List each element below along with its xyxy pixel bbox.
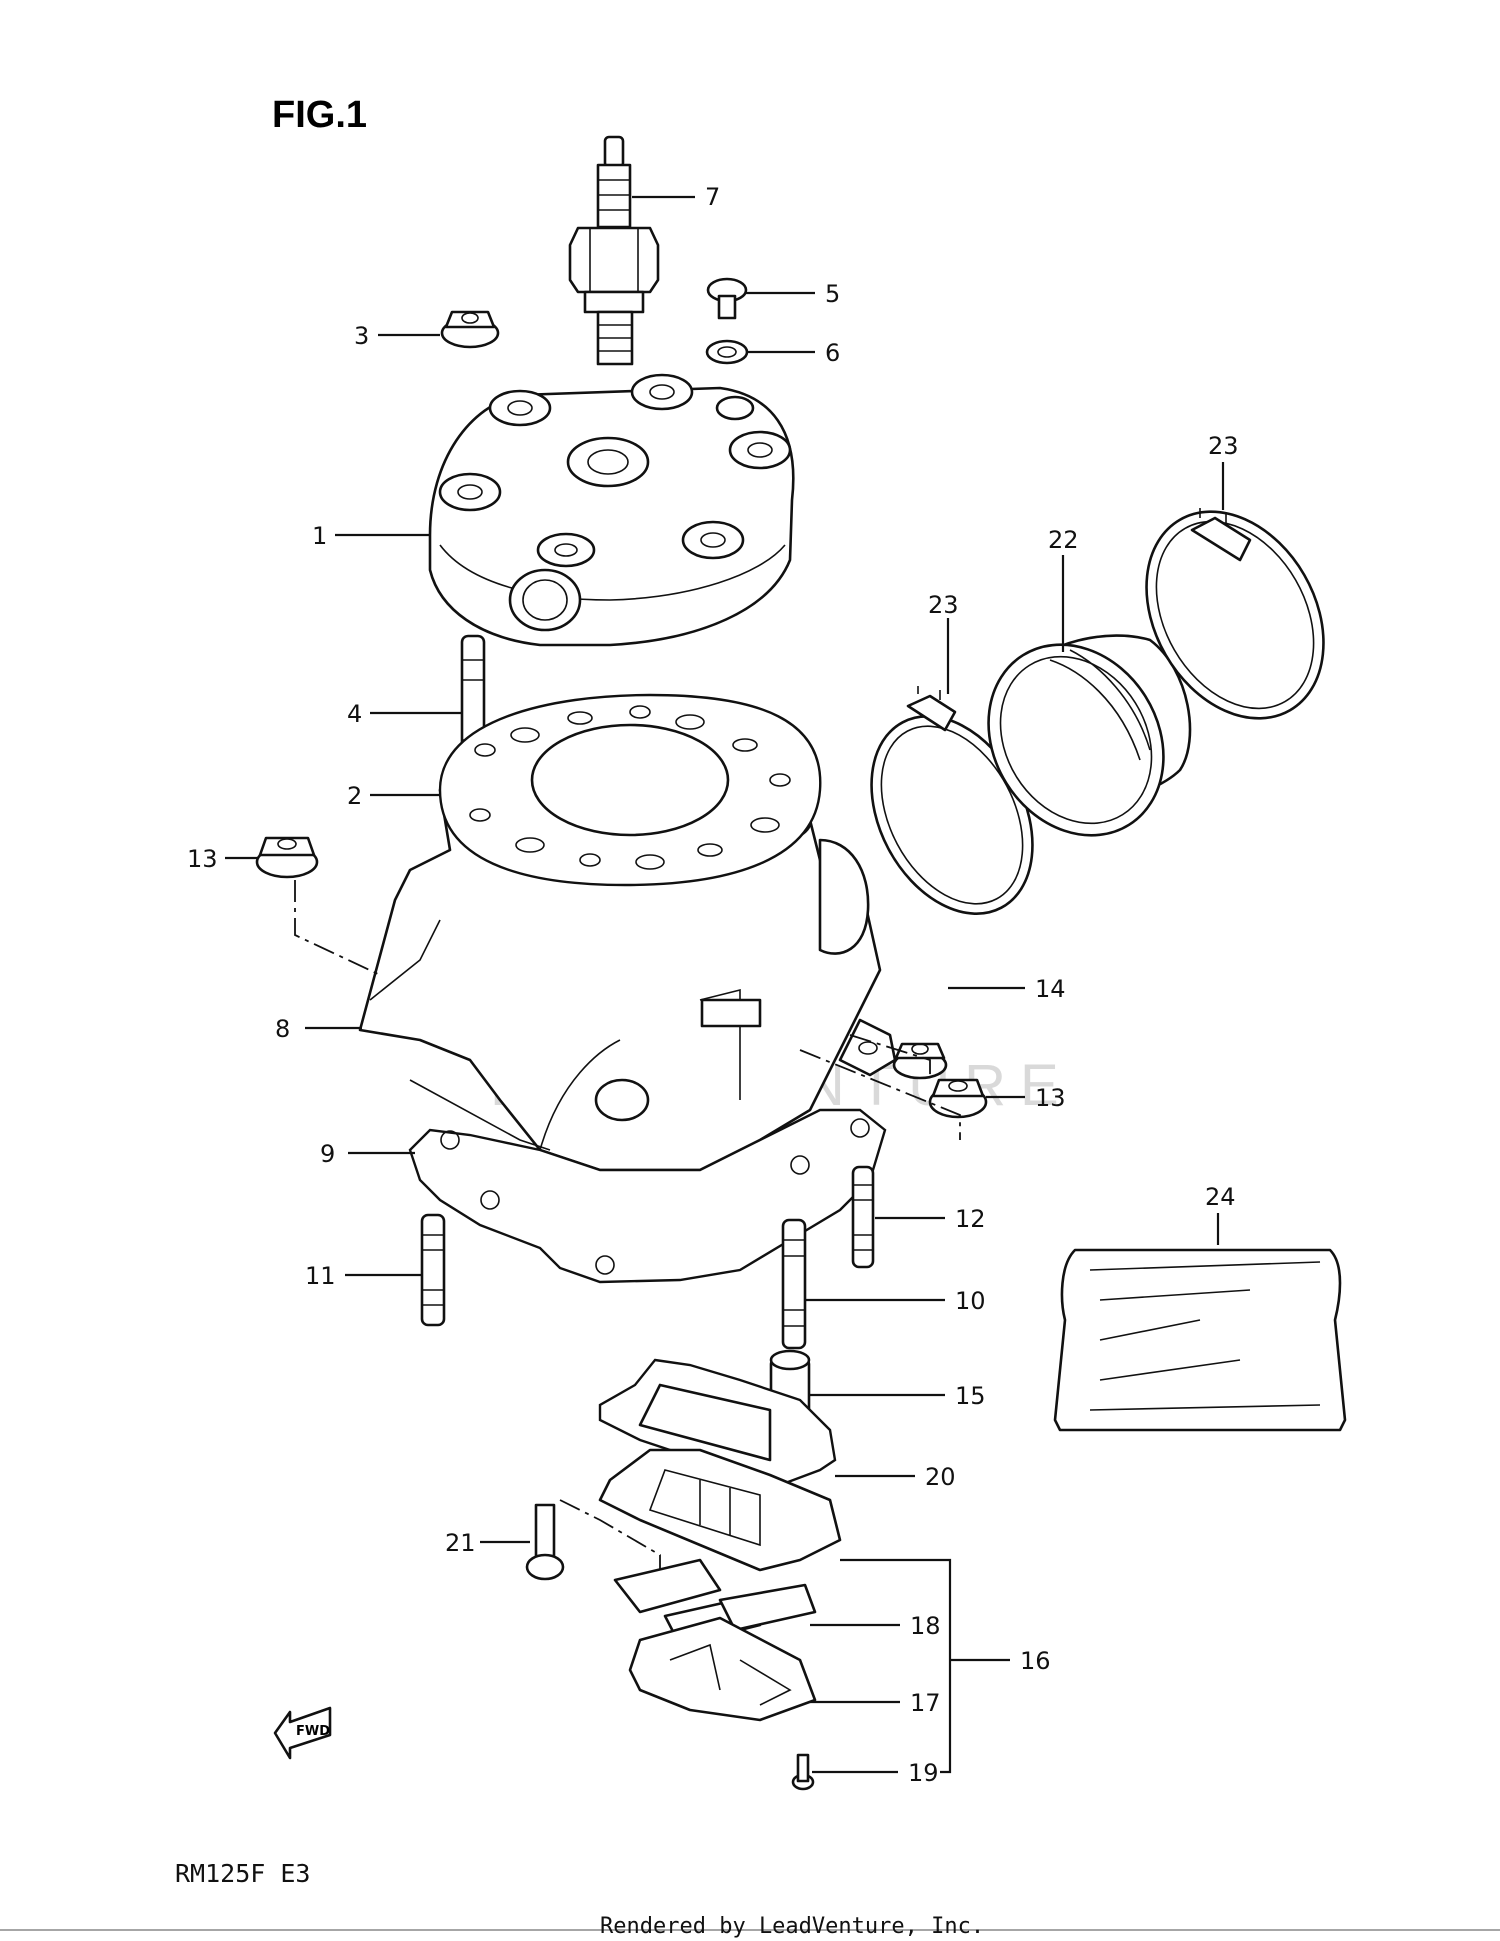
reed-valve-part <box>598 1448 842 1572</box>
intake-pipe-part <box>987 634 1192 837</box>
callout-24: 24 <box>1205 1183 1236 1211</box>
reed-gasket-part <box>598 1358 837 1487</box>
model-code: RM125F E3 <box>175 1859 310 1888</box>
callout-2: 2 <box>347 782 362 810</box>
washer-part <box>705 339 749 365</box>
callout-9: 9 <box>320 1140 335 1168</box>
callout-11: 11 <box>305 1262 336 1290</box>
callout-19: 19 <box>908 1759 939 1787</box>
leader-lines <box>225 195 1225 1774</box>
flange-nut-part <box>928 1078 988 1119</box>
flange-nut-part <box>255 836 319 879</box>
callout-15: 15 <box>955 1382 986 1410</box>
callout-23-right: 23 <box>1208 432 1239 460</box>
reed-stopper-part <box>628 1616 817 1722</box>
callout-14: 14 <box>1035 975 1066 1003</box>
cylinder-part <box>358 788 897 1172</box>
callout-17: 17 <box>910 1689 941 1717</box>
callout-16: 16 <box>1020 1647 1051 1675</box>
bolt-part <box>706 277 748 320</box>
callout-23-left: 23 <box>928 591 959 619</box>
callout-4: 4 <box>347 700 362 728</box>
callout-10: 10 <box>955 1287 986 1315</box>
callout-3: 3 <box>354 322 369 350</box>
forward-arrow-icon: FWD <box>273 1706 332 1760</box>
callout-18: 18 <box>910 1612 941 1640</box>
callout-6: 6 <box>825 339 840 367</box>
gasket-set-bag-part <box>1053 1248 1347 1432</box>
callout-12: 12 <box>955 1205 986 1233</box>
stud-part <box>851 1165 875 1269</box>
callout-8: 8 <box>275 1015 290 1043</box>
screw-part <box>791 1753 815 1791</box>
figure-title: FIG.1 <box>272 94 367 136</box>
hose-clamp-part <box>1145 508 1325 720</box>
callout-1: 1 <box>312 522 327 550</box>
callout-5: 5 <box>825 280 840 308</box>
callout-22: 22 <box>1048 526 1079 554</box>
callout-20: 20 <box>925 1463 956 1491</box>
callout-labels: 7 5 3 6 1 23 22 23 4 2 13 14 8 13 9 24 1… <box>187 183 1239 1787</box>
callout-7: 7 <box>705 183 720 211</box>
callout-13-bottom: 13 <box>1035 1084 1066 1112</box>
nut-part <box>440 310 500 349</box>
stud-part <box>781 1218 807 1350</box>
callout-21: 21 <box>445 1529 476 1557</box>
forward-label: FWD <box>296 1724 330 1739</box>
callout-13-top: 13 <box>187 845 218 873</box>
stud-part <box>420 1213 446 1327</box>
spark-plug-part <box>568 135 660 366</box>
flange-nut-part <box>892 1042 948 1080</box>
bolt-part <box>525 1503 565 1581</box>
head-gasket-part <box>438 693 822 887</box>
cylinder-head-part <box>428 373 795 647</box>
footer-credit: Rendered by LeadVenture, Inc. <box>600 1914 984 1939</box>
